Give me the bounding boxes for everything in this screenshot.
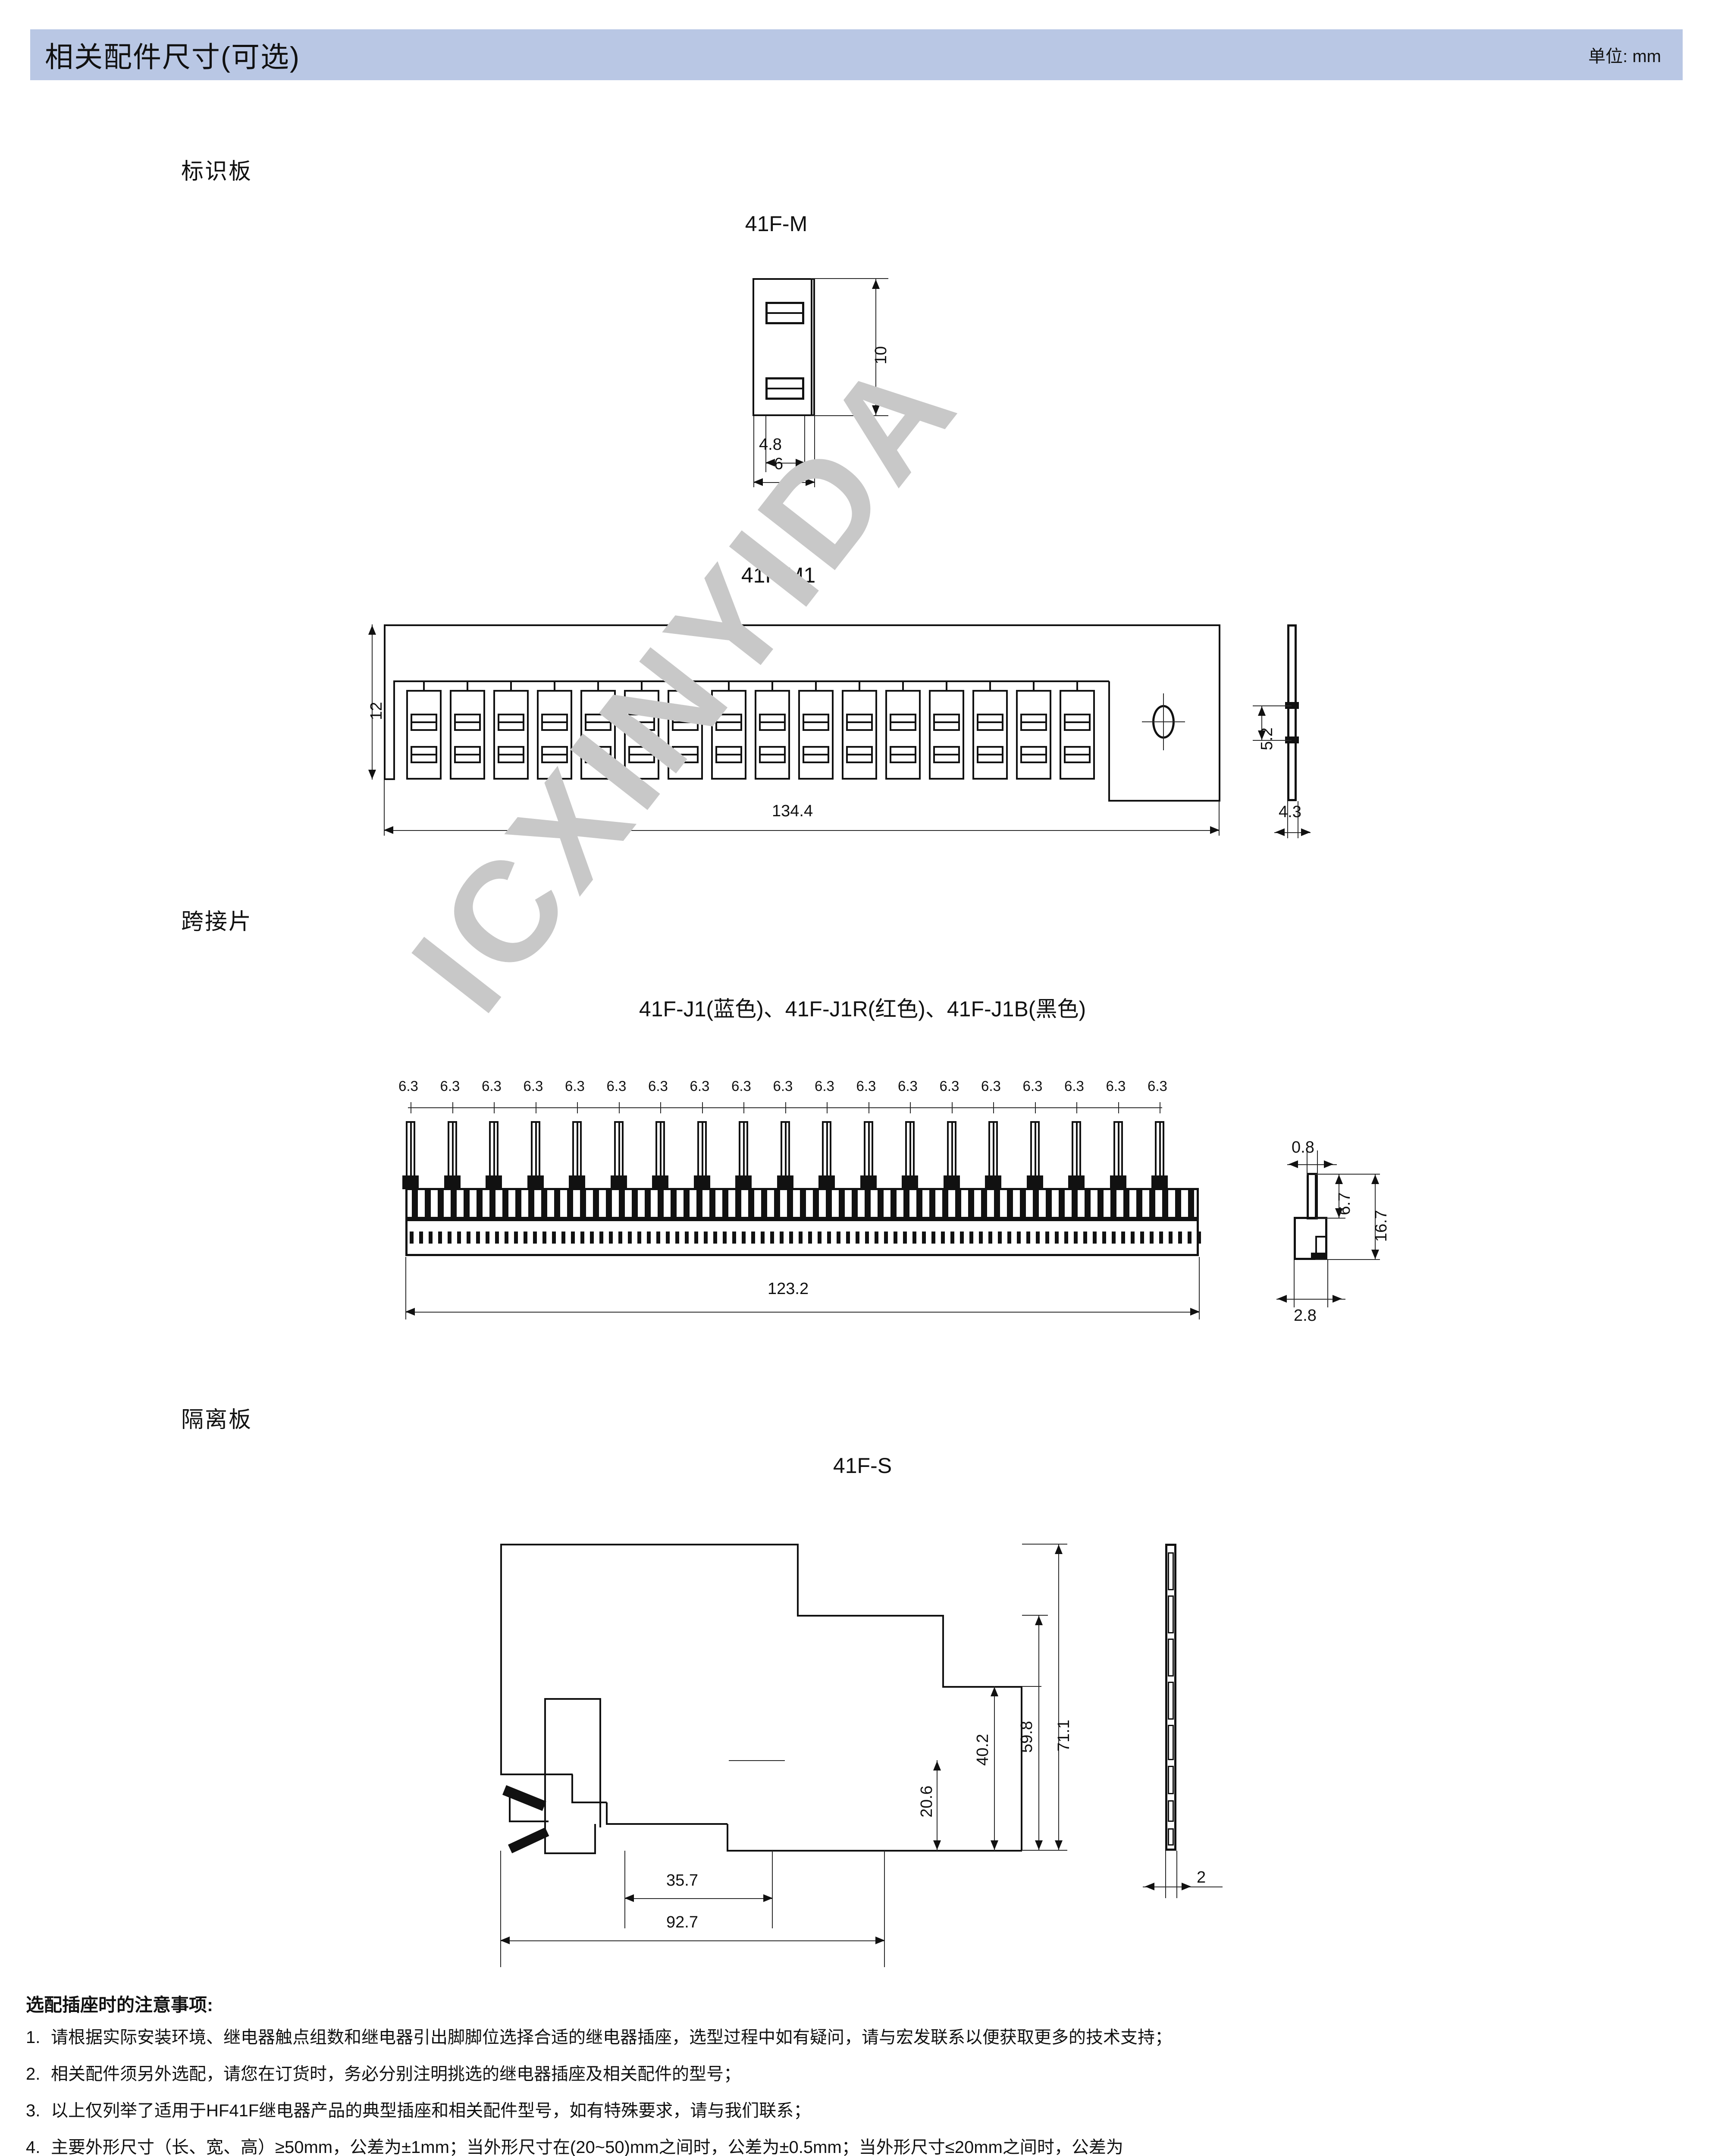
jumper-pitch-label: 6.3 bbox=[398, 1078, 418, 1094]
section-heading-marker-plate: 标识板 bbox=[181, 159, 253, 184]
jumper-pitch-label: 6.3 bbox=[898, 1078, 918, 1094]
41f-m1-side-view bbox=[1287, 624, 1297, 801]
dim-41f-m1-hole-pos: 5.2 bbox=[1258, 727, 1276, 750]
jumper-pitch-label: 6.3 bbox=[648, 1078, 668, 1094]
jumper-pitch-label: 6.3 bbox=[1106, 1078, 1126, 1094]
41f-m-right-edge bbox=[811, 278, 812, 416]
dim-jumper-total-height: 16.7 bbox=[1372, 1210, 1390, 1242]
watermark: ICXINYIDA bbox=[381, 325, 988, 1040]
jumper-pitch-label: 6.3 bbox=[690, 1078, 710, 1094]
jumper-pitch-label: 6.3 bbox=[1064, 1078, 1084, 1094]
dim-41f-s-w2: 92.7 bbox=[666, 1913, 698, 1931]
dim-jumper-length: 123.2 bbox=[768, 1280, 809, 1298]
dim-41f-s-w1: 35.7 bbox=[666, 1871, 698, 1890]
note-item-3: 3. 以上仅列举了适用于HF41F继电器产品的典型插座和相关配件型号，如有特殊要… bbox=[26, 2099, 1699, 2123]
dim-41f-s-h3: 59.8 bbox=[1018, 1721, 1036, 1753]
41f-m-slot-lower-mid bbox=[765, 388, 804, 389]
notes-title: 选配插座时的注意事项: bbox=[26, 1995, 213, 2015]
dim-41f-s-h1: 20.6 bbox=[918, 1786, 936, 1818]
note-item-1: 1. 请根据实际安装环境、继电器触点组数和继电器引出脚脚位选择合适的继电器插座，… bbox=[26, 2025, 1699, 2050]
page-header: 相关配件尺寸(可选) 单位: mm bbox=[30, 29, 1683, 80]
part-title-41f-j1: 41F-J1(蓝色)、41F-J1R(红色)、41F-J1B(黑色) bbox=[639, 997, 1086, 1021]
dim-41f-m1-height: 12 bbox=[367, 702, 386, 720]
jumper-side-body bbox=[1294, 1217, 1327, 1260]
dim-41f-m-inner-width: 4.8 bbox=[759, 436, 782, 454]
part-title-41f-s: 41F-S bbox=[833, 1454, 892, 1478]
jumper-pitch-label: 6.3 bbox=[731, 1078, 751, 1094]
dim-jumper-pin-width: 0.8 bbox=[1292, 1138, 1314, 1156]
jumper-pitch-label: 6.3 bbox=[606, 1078, 627, 1094]
page-title: 相关配件尺寸(可选) bbox=[45, 41, 300, 73]
jumper-pitch-label: 6.3 bbox=[773, 1078, 793, 1094]
dim-41f-s-h2: 40.2 bbox=[974, 1734, 992, 1766]
dim-41f-m1-thickness: 4.3 bbox=[1279, 803, 1301, 821]
note-number-2: 2. bbox=[26, 2065, 41, 2084]
dim-jumper-pin-height: 6.7 bbox=[1336, 1192, 1354, 1215]
note-text-4: 主要外形尺寸（长、宽、高）≥50mm，公差为±1mm；当外形尺寸在(20~50)… bbox=[51, 2138, 1123, 2156]
jumper-body-upper bbox=[405, 1188, 1199, 1219]
note-item-4: 4. 主要外形尺寸（长、宽、高）≥50mm，公差为±1mm；当外形尺寸在(20~… bbox=[26, 2135, 1699, 2156]
jumper-pitch-label: 6.3 bbox=[1148, 1078, 1167, 1094]
note-number-3: 3. bbox=[26, 2101, 41, 2120]
section-heading-separator-plate: 隔离板 bbox=[181, 1407, 253, 1432]
jumper-pitch-label: 6.3 bbox=[440, 1078, 460, 1094]
jumper-pitch-label: 6.3 bbox=[565, 1078, 585, 1094]
jumper-side-pin bbox=[1307, 1173, 1317, 1219]
part-title-41f-m: 41F-M bbox=[745, 212, 808, 236]
note-text-2: 相关配件须另外选配，请您在订货时，务必分别注明挑选的继电器插座及相关配件的型号； bbox=[51, 2065, 741, 2084]
note-text-1: 请根据实际安装环境、继电器触点组数和继电器引出脚脚位选择合适的继电器插座，选型过… bbox=[51, 2028, 1172, 2047]
dim-41f-m-width: 6 bbox=[774, 455, 784, 473]
jumper-pitch-label: 6.3 bbox=[856, 1078, 876, 1094]
dim-41f-s-h4: 71.1 bbox=[1055, 1720, 1073, 1752]
jumper-pitch-label: 6.3 bbox=[523, 1078, 543, 1094]
note-item-2: 2. 相关配件须另外选配，请您在订货时，务必分别注明挑选的继电器插座及相关配件的… bbox=[26, 2062, 1699, 2087]
jumper-pitch-label: 6.3 bbox=[939, 1078, 959, 1094]
41f-m-body bbox=[753, 278, 815, 416]
part-title-41f-m1: 41F-M1 bbox=[741, 563, 816, 587]
dim-jumper-body-thickness: 2.8 bbox=[1294, 1307, 1317, 1325]
note-number-1: 1. bbox=[26, 2028, 41, 2047]
41f-m-slot-upper-mid bbox=[765, 312, 804, 314]
note-text-3: 以上仅列举了适用于HF41F继电器产品的典型插座和相关配件型号，如有特殊要求，请… bbox=[51, 2101, 811, 2120]
jumper-pitch-label: 6.3 bbox=[482, 1078, 502, 1094]
section-heading-jumper-bar: 跨接片 bbox=[181, 909, 253, 934]
dim-41f-m1-length: 134.4 bbox=[772, 802, 813, 820]
jumper-pitch-label: 6.3 bbox=[981, 1078, 1001, 1094]
41f-s-side-view bbox=[1165, 1544, 1176, 1851]
unit-label: 单位: mm bbox=[1588, 47, 1661, 66]
jumper-pitch-label: 6.3 bbox=[815, 1078, 834, 1094]
jumper-pitch-label: 6.3 bbox=[1022, 1078, 1043, 1094]
note-number-4: 4. bbox=[26, 2138, 41, 2156]
dim-41f-s-thickness: 2 bbox=[1197, 1868, 1206, 1887]
